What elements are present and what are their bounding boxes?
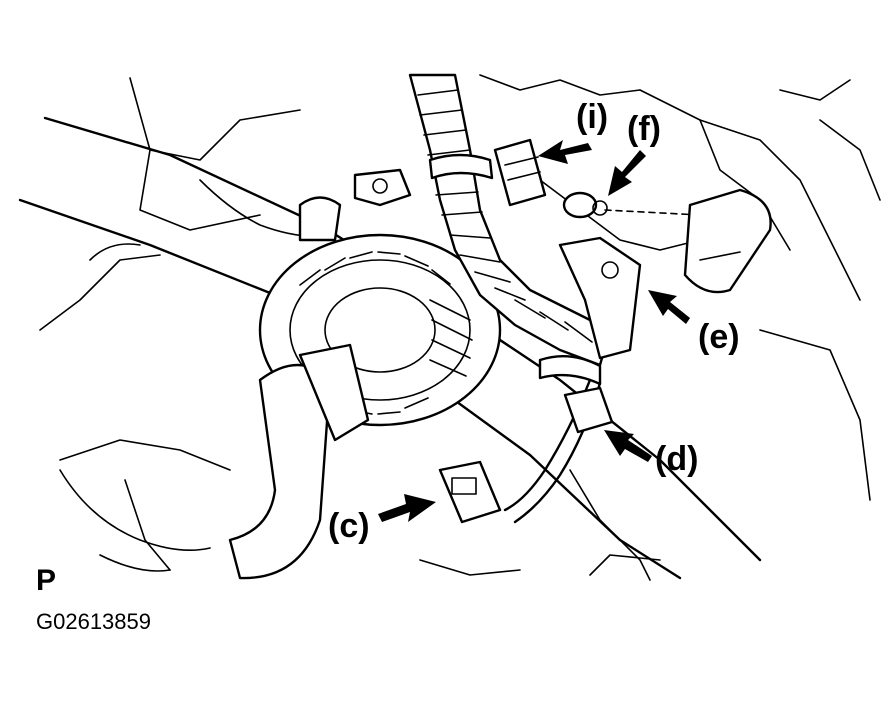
figure-code: G02613859 (36, 609, 151, 634)
plug-i (493, 138, 547, 207)
arrow-f (608, 150, 646, 196)
terminal-e (558, 236, 642, 360)
engine-background-outlines (39, 74, 881, 581)
arrow-i (538, 140, 592, 164)
arrow-d (604, 430, 652, 462)
arrow-e (648, 290, 690, 324)
left-hoses (59, 343, 370, 580)
callout-label-i: (i) (576, 98, 608, 136)
clamp-d (563, 386, 614, 434)
view-marker: P (36, 564, 56, 597)
arrow-c (378, 494, 436, 522)
callout-label-e: (e) (698, 318, 740, 356)
nut-f (562, 191, 701, 219)
callout-label-f: (f) (627, 110, 661, 148)
callout-label-c: (c) (328, 507, 370, 545)
callout-label-d: (d) (655, 440, 698, 478)
connector-c (438, 460, 502, 524)
callout-arrows (378, 140, 690, 522)
terminal-cap (683, 188, 772, 294)
